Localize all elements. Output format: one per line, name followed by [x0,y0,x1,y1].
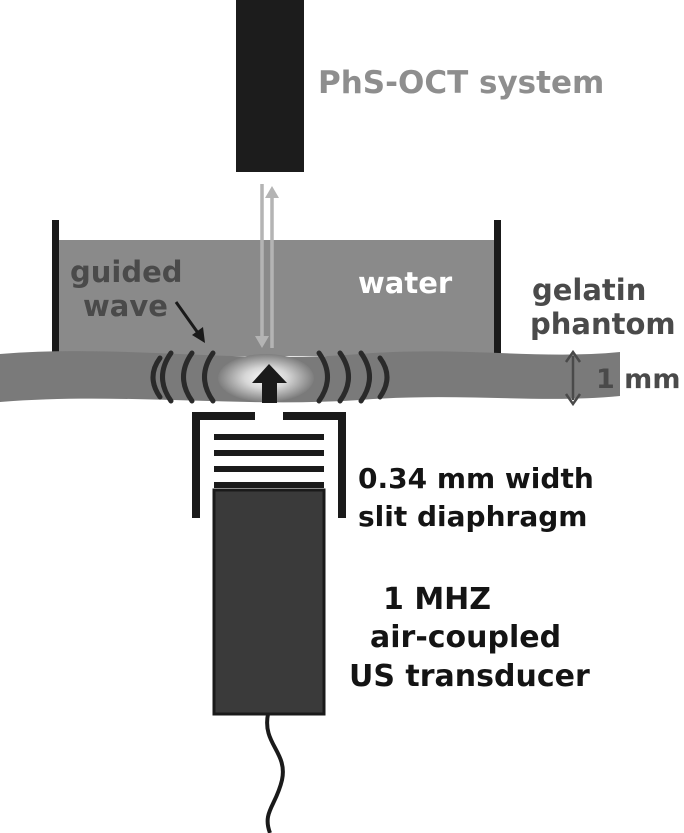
tank-wall-left [52,220,59,356]
oct-probe-body [236,0,304,172]
water-label: water [358,266,453,300]
thickness-label: 1 mm [596,364,680,395]
slit-label-line2: slit diaphragm [358,500,587,533]
transducer-label-line1: 1 MHZ [383,582,491,617]
double-headed-arrow-icon [564,349,582,407]
guided-wavefronts [150,350,390,404]
slit-diaphragm [192,412,346,518]
guided-wave-label-line1: guided [70,255,183,289]
diagonal-arrow-icon [174,301,205,343]
tank-wall-right [494,220,501,356]
guided-wave-label-line2: wave [83,289,168,323]
transducer-label-line2: air-coupled [370,620,561,655]
phantom-label-line2: phantom [530,307,676,341]
transducer-cable [265,713,285,833]
up-arrow-icon [252,364,287,403]
transducer-element-lines [214,434,324,488]
phantom-label-line1: gelatin [532,273,646,307]
oct-system-label: PhS-OCT system [318,65,604,101]
slit-label-line1: 0.34 mm width [358,462,594,495]
transducer-label-line3: US transducer [349,659,590,694]
oct-beam-icon [255,184,279,348]
us-transducer-body [212,488,326,716]
water-region [57,240,497,356]
